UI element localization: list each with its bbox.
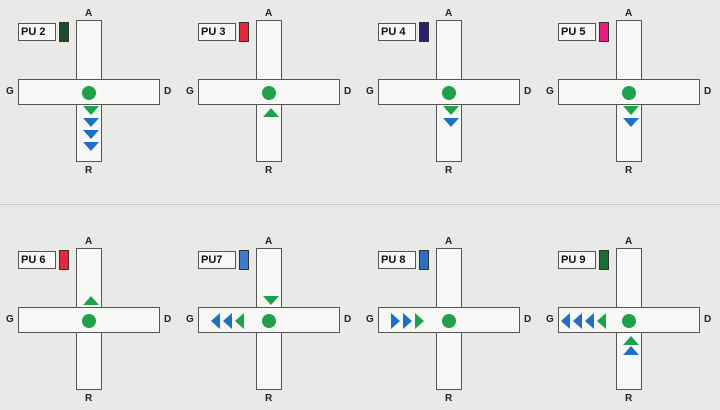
direction-label-left: G	[546, 314, 554, 325]
direction-label-top: A	[445, 8, 453, 19]
color-swatch	[59, 22, 69, 42]
blue-triangle-left-icon	[561, 313, 570, 329]
color-swatch	[59, 250, 69, 270]
center-dot	[622, 86, 636, 100]
direction-label-left: G	[546, 86, 554, 97]
green-triangle-left-icon	[597, 313, 606, 329]
pu-label: PU 9	[558, 251, 596, 269]
section-divider	[0, 204, 720, 205]
blue-triangle-up-icon	[623, 346, 639, 355]
blue-triangle-down-icon	[83, 118, 99, 127]
direction-label-top: A	[445, 236, 453, 247]
blue-triangle-down-icon	[443, 118, 459, 127]
center-dot	[442, 314, 456, 328]
blue-triangle-down-icon	[83, 130, 99, 139]
center-dot	[262, 86, 276, 100]
direction-label-right: D	[704, 86, 712, 97]
panel-pu8: A R G D PU 8	[364, 236, 544, 410]
blue-triangle-left-icon	[585, 313, 594, 329]
green-triangle-up-icon	[83, 296, 99, 305]
center-dot	[82, 86, 96, 100]
panel-pu2: A R G D PU 2	[4, 8, 184, 182]
center-dot	[622, 314, 636, 328]
direction-label-left: G	[186, 314, 194, 325]
center-dot	[442, 86, 456, 100]
green-triangle-left-icon	[235, 313, 244, 329]
color-swatch	[239, 22, 249, 42]
blue-triangle-right-icon	[403, 313, 412, 329]
panel-pu9: A R G D PU 9	[544, 236, 720, 410]
direction-label-left: G	[186, 86, 194, 97]
green-triangle-down-icon	[83, 106, 99, 115]
center-dot	[262, 314, 276, 328]
direction-label-top: A	[625, 236, 633, 247]
direction-label-left: G	[6, 86, 14, 97]
direction-label-left: G	[366, 314, 374, 325]
green-triangle-down-icon	[263, 296, 279, 305]
color-swatch	[599, 22, 609, 42]
direction-label-bottom: R	[445, 393, 453, 404]
direction-label-right: D	[164, 314, 172, 325]
direction-label-right: D	[704, 314, 712, 325]
blue-triangle-down-icon	[623, 118, 639, 127]
direction-label-right: D	[344, 86, 352, 97]
pu-label: PU 3	[198, 23, 236, 41]
direction-label-bottom: R	[265, 165, 273, 176]
direction-label-bottom: R	[445, 165, 453, 176]
green-triangle-down-icon	[443, 106, 459, 115]
direction-label-right: D	[344, 314, 352, 325]
green-triangle-up-icon	[263, 108, 279, 117]
pu-label: PU 2	[18, 23, 56, 41]
direction-label-bottom: R	[625, 393, 633, 404]
direction-label-bottom: R	[85, 165, 93, 176]
blue-triangle-left-icon	[573, 313, 582, 329]
panel-pu5: A R G D PU 5	[544, 8, 720, 182]
pu-label: PU 5	[558, 23, 596, 41]
pu-label: PU7	[198, 251, 236, 269]
blue-triangle-down-icon	[83, 142, 99, 151]
color-swatch	[419, 250, 429, 270]
direction-label-top: A	[265, 8, 273, 19]
panel-pu4: A R G D PU 4	[364, 8, 544, 182]
blue-triangle-left-icon	[211, 313, 220, 329]
panel-pu3: A R G D PU 3	[184, 8, 364, 182]
panel-pu6: A R G D PU 6	[4, 236, 184, 410]
direction-label-right: D	[524, 86, 532, 97]
color-swatch	[239, 250, 249, 270]
direction-label-right: D	[164, 86, 172, 97]
direction-label-right: D	[524, 314, 532, 325]
blue-triangle-right-icon	[391, 313, 400, 329]
color-swatch	[599, 250, 609, 270]
green-triangle-right-icon	[415, 313, 424, 329]
pu-label: PU 4	[378, 23, 416, 41]
green-triangle-up-icon	[623, 336, 639, 345]
direction-label-left: G	[366, 86, 374, 97]
direction-label-top: A	[625, 8, 633, 19]
direction-label-bottom: R	[85, 393, 93, 404]
green-triangle-down-icon	[623, 106, 639, 115]
direction-label-bottom: R	[625, 165, 633, 176]
panel-pu7: A R G D PU7	[184, 236, 364, 410]
direction-label-left: G	[6, 314, 14, 325]
pu-label: PU 6	[18, 251, 56, 269]
direction-label-top: A	[265, 236, 273, 247]
blue-triangle-left-icon	[223, 313, 232, 329]
direction-label-bottom: R	[265, 393, 273, 404]
pu-label: PU 8	[378, 251, 416, 269]
color-swatch	[419, 22, 429, 42]
center-dot	[82, 314, 96, 328]
direction-label-top: A	[85, 8, 93, 19]
direction-label-top: A	[85, 236, 93, 247]
